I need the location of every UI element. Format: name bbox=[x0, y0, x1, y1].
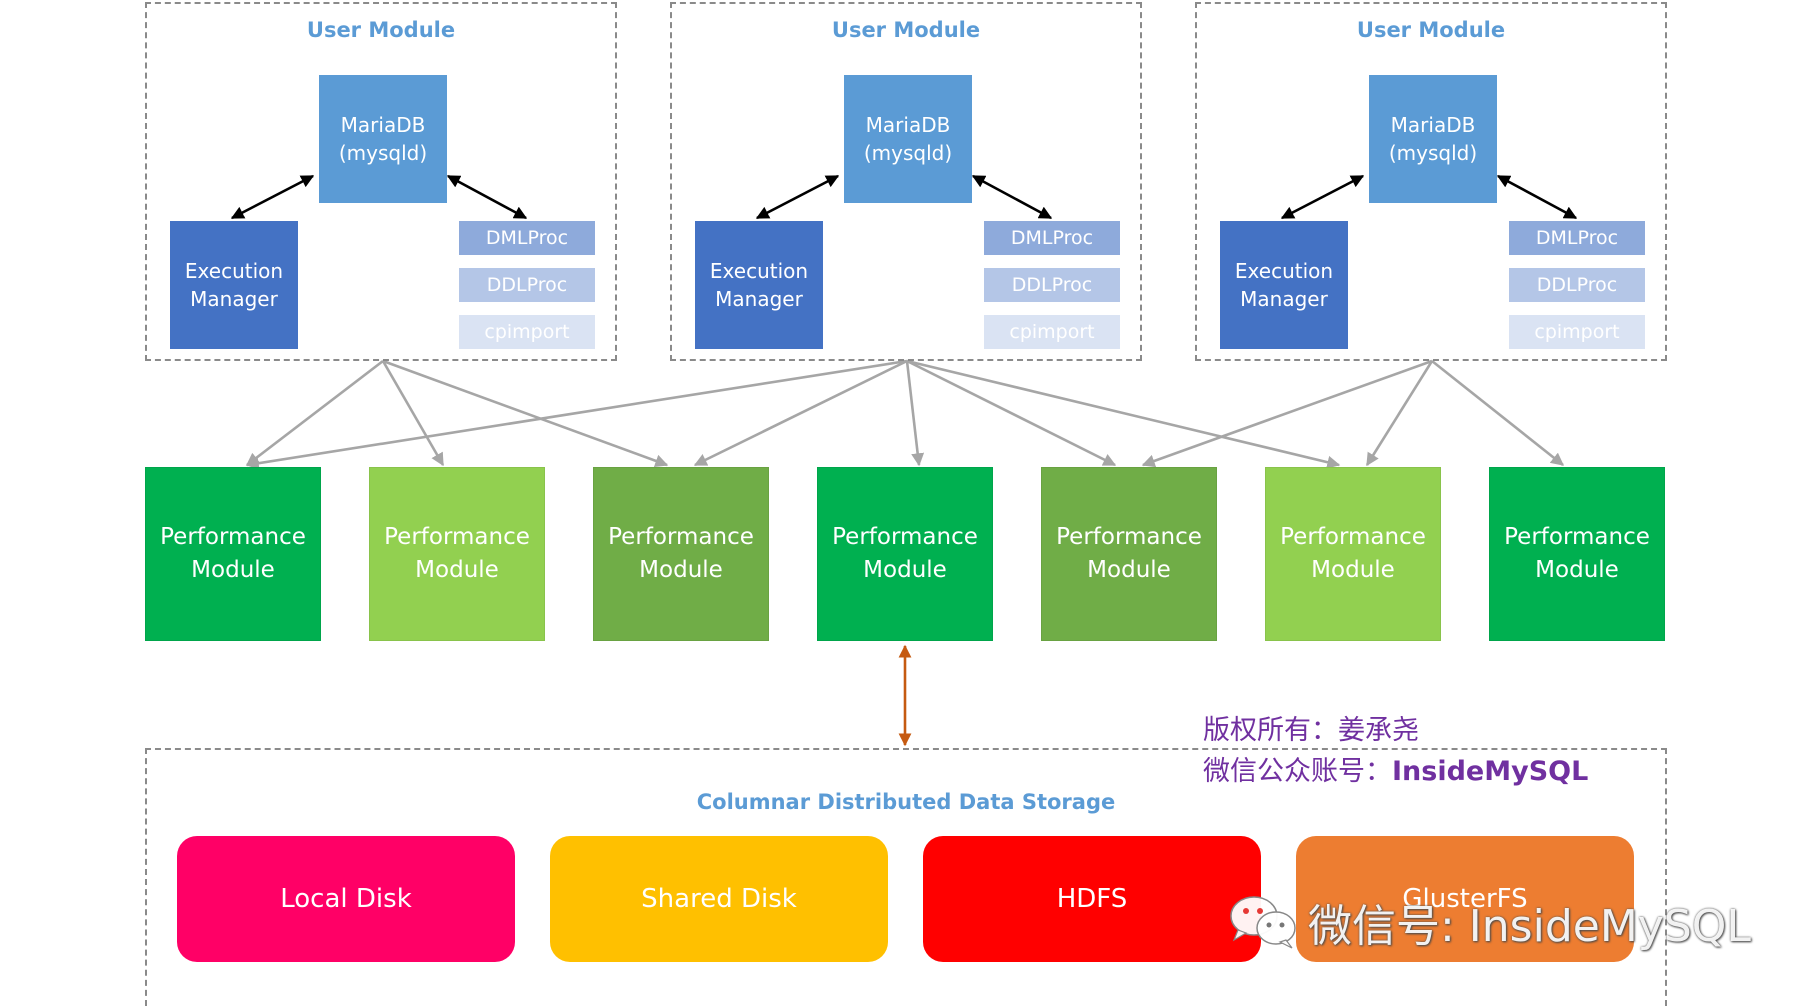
connector-arrow bbox=[906, 359, 1341, 469]
account-prefix: 微信公众账号： bbox=[1203, 756, 1392, 787]
mariadb-block: MariaDB (mysqld) bbox=[844, 75, 972, 203]
copyright-line: 版权所有：姜承尧 bbox=[1203, 715, 1419, 746]
connector-arrow bbox=[971, 174, 1053, 220]
connector-arrow bbox=[1365, 360, 1434, 467]
performance-module: Performance Module bbox=[593, 467, 769, 641]
dmlproc-block: DMLProc bbox=[984, 221, 1120, 255]
user-module-box: User Module MariaDB (mysqld) Execution M… bbox=[670, 2, 1142, 361]
connector-arrow bbox=[1141, 359, 1433, 468]
storage-title: Columnar Distributed Data Storage bbox=[696, 790, 1116, 814]
local-disk-block: Local Disk bbox=[177, 836, 515, 962]
watermark-text: 微信号: InsideMySQL bbox=[1308, 901, 1751, 952]
mariadb-block: MariaDB (mysqld) bbox=[1369, 75, 1497, 203]
mariadb-block: MariaDB (mysqld) bbox=[319, 75, 447, 203]
watermark: 微信号: InsideMySQL bbox=[1228, 890, 1751, 954]
dmlproc-block: DMLProc bbox=[1509, 221, 1645, 255]
connector-arrow bbox=[906, 359, 1117, 467]
performance-module: Performance Module bbox=[1489, 467, 1665, 641]
connector-arrow bbox=[755, 174, 840, 220]
connector-arrow bbox=[230, 174, 315, 220]
execution-manager-block: Execution Manager bbox=[1220, 221, 1348, 349]
account-name: InsideMySQL bbox=[1392, 756, 1589, 787]
connector-arrow bbox=[905, 360, 925, 467]
connector-arrow bbox=[693, 359, 908, 467]
performance-module: Performance Module bbox=[817, 467, 993, 641]
cpimport-block: cpimport bbox=[459, 315, 595, 349]
shared-disk-block: Shared Disk bbox=[550, 836, 888, 962]
connector-arrow bbox=[446, 174, 528, 220]
user-module-title: User Module bbox=[831, 18, 981, 42]
execution-manager-block: Execution Manager bbox=[170, 221, 298, 349]
hdfs-block: HDFS bbox=[923, 836, 1261, 962]
execution-manager-block: Execution Manager bbox=[695, 221, 823, 349]
connector-arrow bbox=[1431, 359, 1565, 467]
user-module-box: User Module MariaDB (mysqld) Execution M… bbox=[1195, 2, 1667, 361]
performance-module: Performance Module bbox=[1265, 467, 1441, 641]
connector-arrow bbox=[382, 359, 669, 468]
ddlproc-block: DDLProc bbox=[984, 268, 1120, 302]
performance-module: Performance Module bbox=[145, 467, 321, 641]
ddlproc-block: DDLProc bbox=[1509, 268, 1645, 302]
cpimport-block: cpimport bbox=[984, 315, 1120, 349]
connector-arrow bbox=[381, 360, 445, 467]
connector-arrow bbox=[245, 359, 384, 467]
connector-arrow bbox=[245, 359, 908, 470]
user-module-title: User Module bbox=[1356, 18, 1506, 42]
performance-module: Performance Module bbox=[369, 467, 545, 641]
connector-arrow bbox=[1280, 174, 1365, 220]
user-module-box: User Module MariaDB (mysqld) Execution M… bbox=[145, 2, 617, 361]
copyright-note: 版权所有：姜承尧 微信公众账号：InsideMySQL bbox=[1203, 710, 1588, 792]
wechat-icon bbox=[1230, 896, 1296, 949]
user-module-title: User Module bbox=[306, 18, 456, 42]
connector-arrow bbox=[1496, 174, 1578, 220]
performance-module: Performance Module bbox=[1041, 467, 1217, 641]
glusterfs-block: GlusterFS bbox=[1296, 836, 1634, 962]
dmlproc-block: DMLProc bbox=[459, 221, 595, 255]
cpimport-block: cpimport bbox=[1509, 315, 1645, 349]
account-line: 微信公众账号：InsideMySQL bbox=[1203, 751, 1588, 792]
storage-box: Columnar Distributed Data Storage bbox=[145, 748, 1667, 1006]
ddlproc-block: DDLProc bbox=[459, 268, 595, 302]
